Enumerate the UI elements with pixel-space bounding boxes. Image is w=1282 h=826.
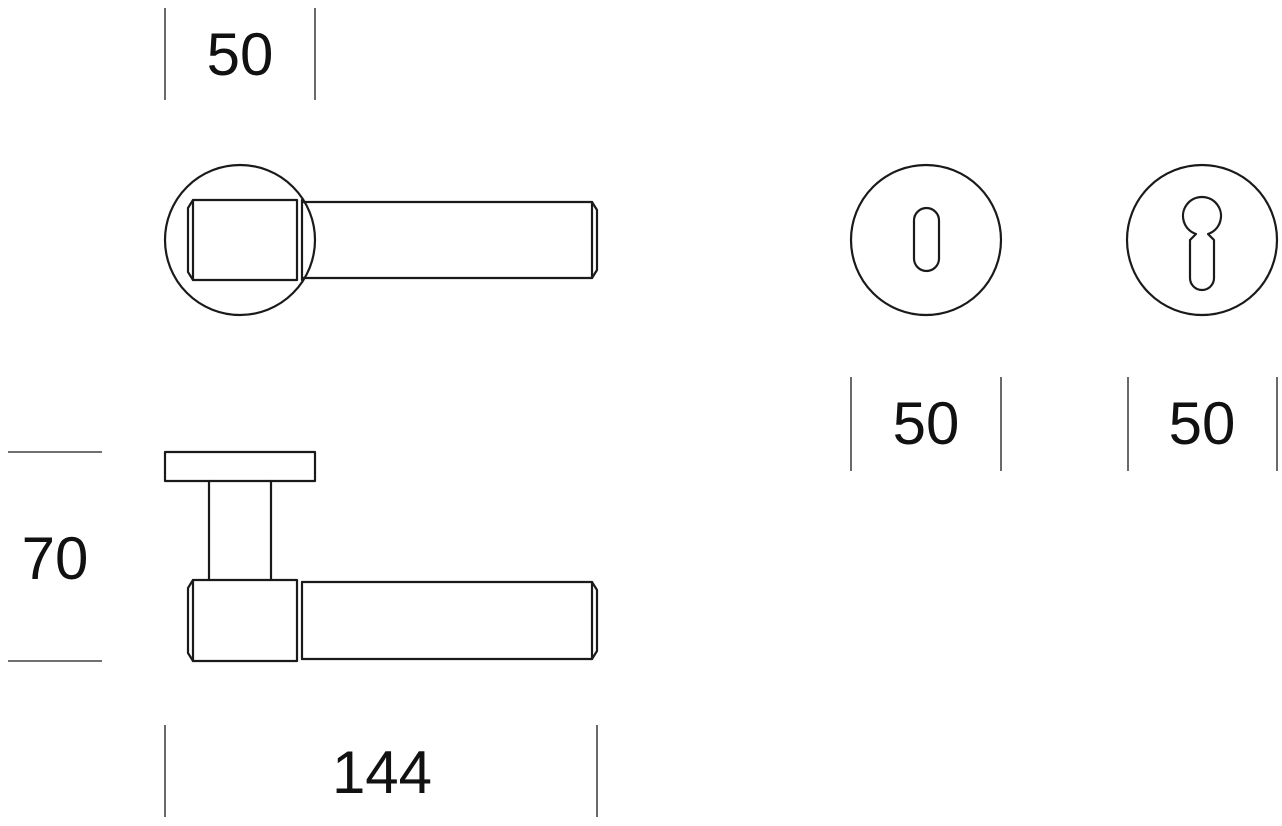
cylinder-keyhole [1181, 195, 1223, 292]
length-dimension: 144 [164, 725, 598, 817]
cylinder-escutcheon-circle [1125, 163, 1279, 317]
rosette-plate-side [163, 450, 317, 483]
cylinder-escutcheon-dimension: 50 [1127, 377, 1278, 471]
keyhole-escutcheon-dimension: 50 [850, 377, 1002, 471]
projection-dimension: 70 [8, 451, 102, 662]
keyhole-slot [912, 206, 941, 273]
cylinder-escutcheon [1125, 163, 1279, 317]
length-label: 144 [332, 739, 432, 806]
cylinder-escutcheon-width-label: 50 [1169, 390, 1236, 457]
projection-label: 70 [22, 525, 89, 592]
rosette-width-label: 50 [207, 21, 274, 88]
rosette-width-dimension: 50 [164, 8, 316, 100]
lever-collar-side [186, 578, 299, 663]
keyhole-escutcheon-circle [849, 163, 1003, 317]
lever-bar [300, 200, 599, 280]
keyhole-escutcheon-width-label: 50 [893, 390, 960, 457]
rosette-circle [163, 163, 317, 317]
lever-bar-side [300, 580, 599, 661]
lever-front-view [163, 163, 599, 317]
keyhole-escutcheon [849, 163, 1003, 317]
lever-collar [186, 198, 299, 282]
lever-side-view [163, 450, 599, 663]
